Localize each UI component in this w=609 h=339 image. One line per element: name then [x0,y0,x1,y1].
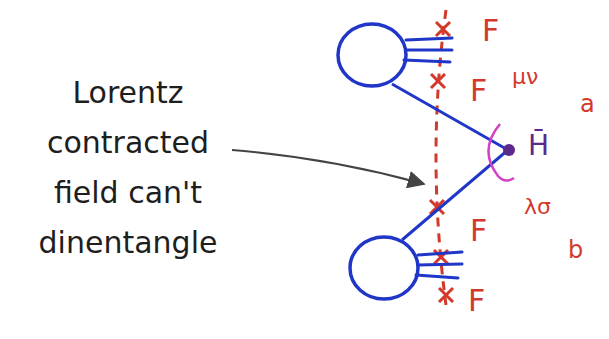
index-superscript: μν [512,66,538,88]
parton-strokes [404,38,462,278]
parton-stroke [418,252,462,255]
vertex-label: H̄ [528,132,549,160]
field-crosses [430,22,453,302]
cross-mark [431,74,445,88]
particle-blob [350,237,418,299]
cross-mark [439,288,453,302]
field-symbol: F [470,216,487,246]
particle-blob [338,24,406,86]
field-symbol: F [470,76,487,106]
leader-arrow [232,150,424,184]
parton-stroke [406,38,452,40]
parton-stroke [404,60,450,62]
parton-stroke [406,49,452,52]
field-symbol: F [468,286,485,316]
field-symbol: F [482,16,499,46]
parton-stroke [416,275,458,278]
index-superscript: λσ [524,196,551,218]
color-index: a [580,92,595,116]
note-text: Lorentz contracted field can't dinentang… [18,68,238,268]
color-index: b [568,238,583,262]
cross-mark [436,22,450,36]
parton-stroke [418,264,462,265]
vertex-dot [503,144,515,156]
magenta-arc [488,124,514,181]
